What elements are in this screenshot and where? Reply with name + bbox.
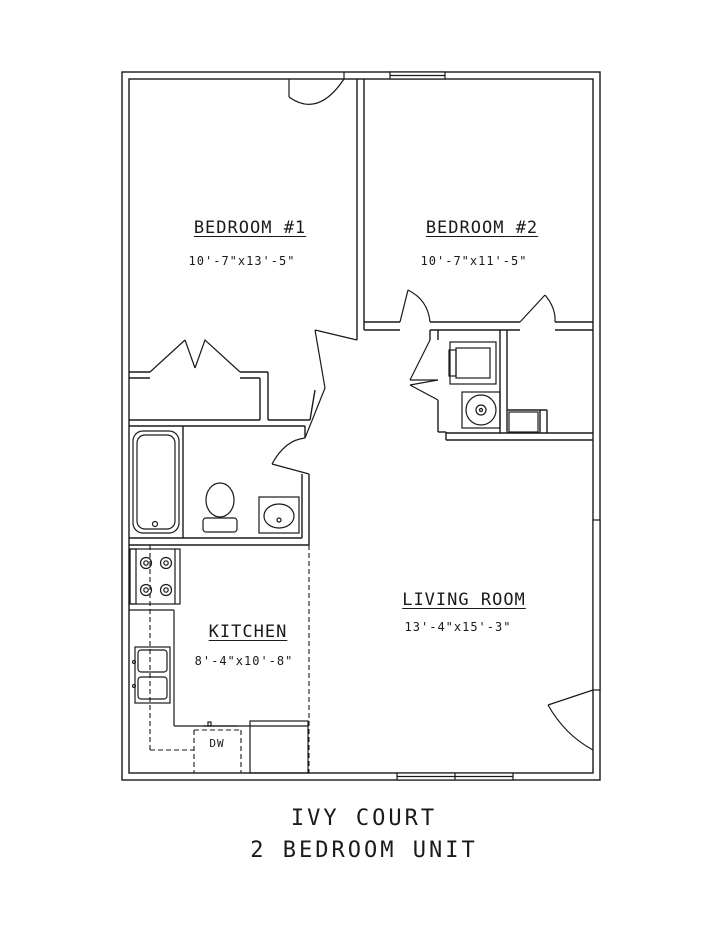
- bedroom-1-size: 10'-7"x13'-5": [188, 254, 296, 268]
- doors: [149, 72, 594, 751]
- laundry-fixtures: [448, 341, 539, 433]
- refrigerator: [249, 720, 309, 774]
- bathtub: [132, 430, 180, 534]
- bedroom-1-label: BEDROOM #1: [193, 218, 307, 238]
- interior-walls: [129, 79, 593, 546]
- living-room-label: LIVING ROOM: [402, 590, 526, 610]
- bathroom-sink: [258, 496, 300, 534]
- caption-line-2: 2 BEDROOM UNIT: [250, 838, 478, 863]
- kitchen-label: KITCHEN: [208, 622, 288, 642]
- bedroom-2-size: 10'-7"x11'-5": [420, 254, 528, 268]
- kitchen-sink: [134, 646, 171, 704]
- dishwasher-label: DW: [209, 737, 225, 750]
- stove: [129, 548, 181, 605]
- kitchen-fixtures: [129, 548, 309, 774]
- windows: [389, 71, 601, 781]
- bedroom-2-label: BEDROOM #2: [425, 218, 539, 238]
- toilet: [205, 482, 235, 518]
- caption-line-1: IVY COURT: [290, 806, 438, 831]
- cabinet-outlines: [149, 545, 310, 773]
- living-room-size: 13'-4"x15'-3": [404, 620, 512, 634]
- bathroom-fixtures: [132, 430, 300, 534]
- dryer: [449, 341, 497, 385]
- kitchen-size: 8'-4"x10'-8": [194, 654, 294, 668]
- water-heater: [461, 391, 501, 429]
